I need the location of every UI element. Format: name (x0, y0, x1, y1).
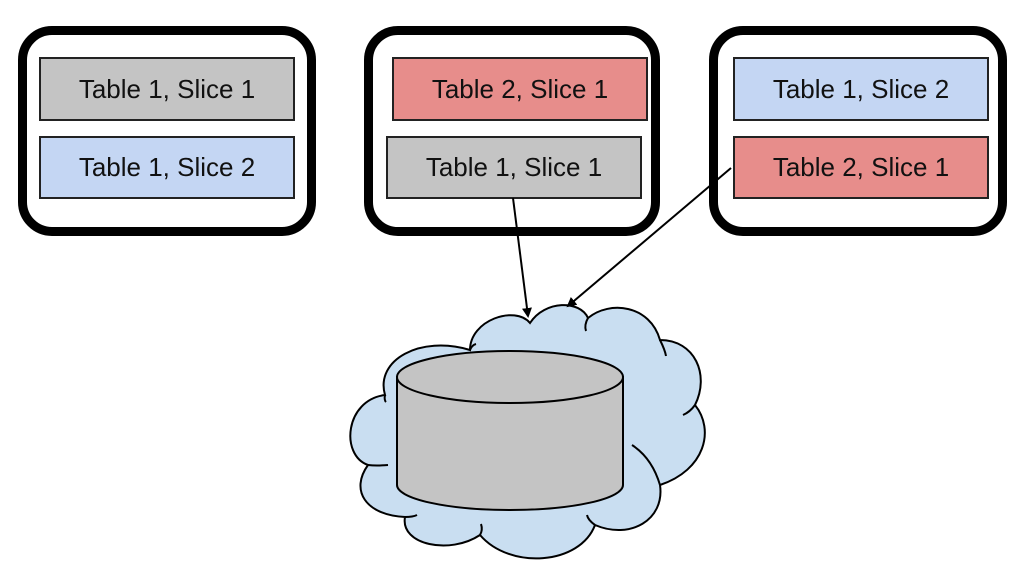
cloud-detail (659, 339, 667, 357)
cloud-detail (469, 343, 477, 351)
node-2: Table 2, Slice 1 Table 1, Slice 1 (364, 26, 660, 236)
cloud-detail (383, 394, 387, 403)
cloud-detail (682, 404, 696, 416)
cloud-detail (479, 523, 483, 536)
cloud-detail (586, 514, 596, 526)
slice-label: Table 1, Slice 1 (78, 73, 256, 104)
cloud-detail (584, 317, 589, 332)
node-1: Table 1, Slice 1 Table 1, Slice 2 (18, 26, 316, 236)
node-3: Table 1, Slice 2 Table 2, Slice 1 (709, 26, 1007, 236)
cloud-detail (404, 514, 418, 518)
cloud-detail (631, 444, 661, 486)
slice-table1-slice2: Table 1, Slice 2 (39, 136, 295, 199)
slice-label: Table 1, Slice 2 (772, 73, 950, 104)
arrow-node2-to-storage (512, 197, 532, 318)
slice-label: Table 1, Slice 1 (425, 152, 603, 182)
arrow-node3-to-storage (566, 167, 732, 308)
slice-table1-slice1: Table 1, Slice 1 (386, 136, 642, 199)
slice-label: Table 2, Slice 1 (772, 152, 950, 182)
slice-table1-slice1: Table 1, Slice 1 (39, 57, 295, 121)
slice-table2-slice1: Table 2, Slice 1 (733, 136, 989, 199)
slice-label: Table 2, Slice 1 (431, 73, 609, 104)
cloud-detail (367, 464, 389, 467)
slice-label: Table 1, Slice 2 (78, 152, 256, 182)
slice-table2-slice1: Table 2, Slice 1 (392, 57, 648, 121)
slice-table1-slice2: Table 1, Slice 2 (733, 57, 989, 121)
database-cylinder-icon (396, 350, 624, 511)
